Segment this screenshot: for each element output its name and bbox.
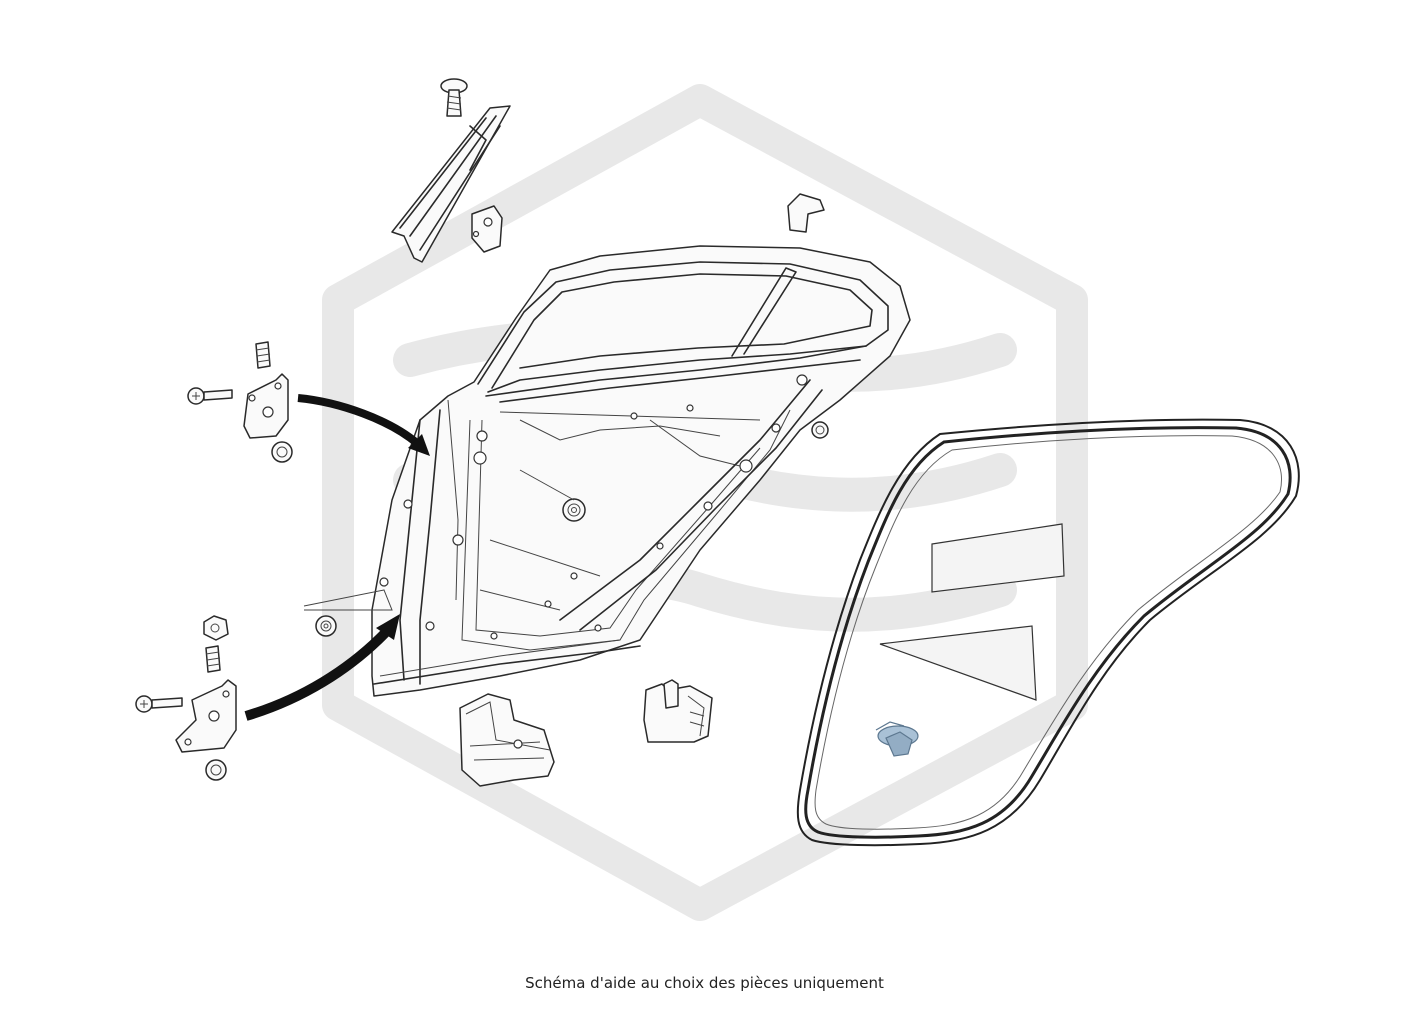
window-channel-trim — [391, 105, 511, 263]
leader-lines — [303, 469, 575, 611]
diagram-caption: Schéma d'aide au choix des pièces unique… — [525, 974, 884, 992]
lower-hinge-group — [135, 615, 237, 781]
grommet-right — [811, 421, 829, 439]
grommet-left — [315, 615, 337, 637]
seal-clip — [875, 721, 919, 757]
pointer-arrow-upper — [297, 394, 430, 456]
door-weatherstrip — [796, 418, 1300, 847]
grommet-center — [562, 498, 586, 522]
screw-top — [440, 78, 468, 117]
upper-clip — [787, 193, 825, 233]
channel-bracket — [471, 205, 503, 253]
door-check-strap — [643, 679, 713, 743]
seal-labels — [879, 523, 1065, 701]
rear-door-shell — [371, 245, 911, 697]
upper-hinge-group — [187, 341, 293, 463]
door-lock-actuator — [459, 693, 555, 787]
pointer-arrow-lower — [244, 614, 400, 721]
